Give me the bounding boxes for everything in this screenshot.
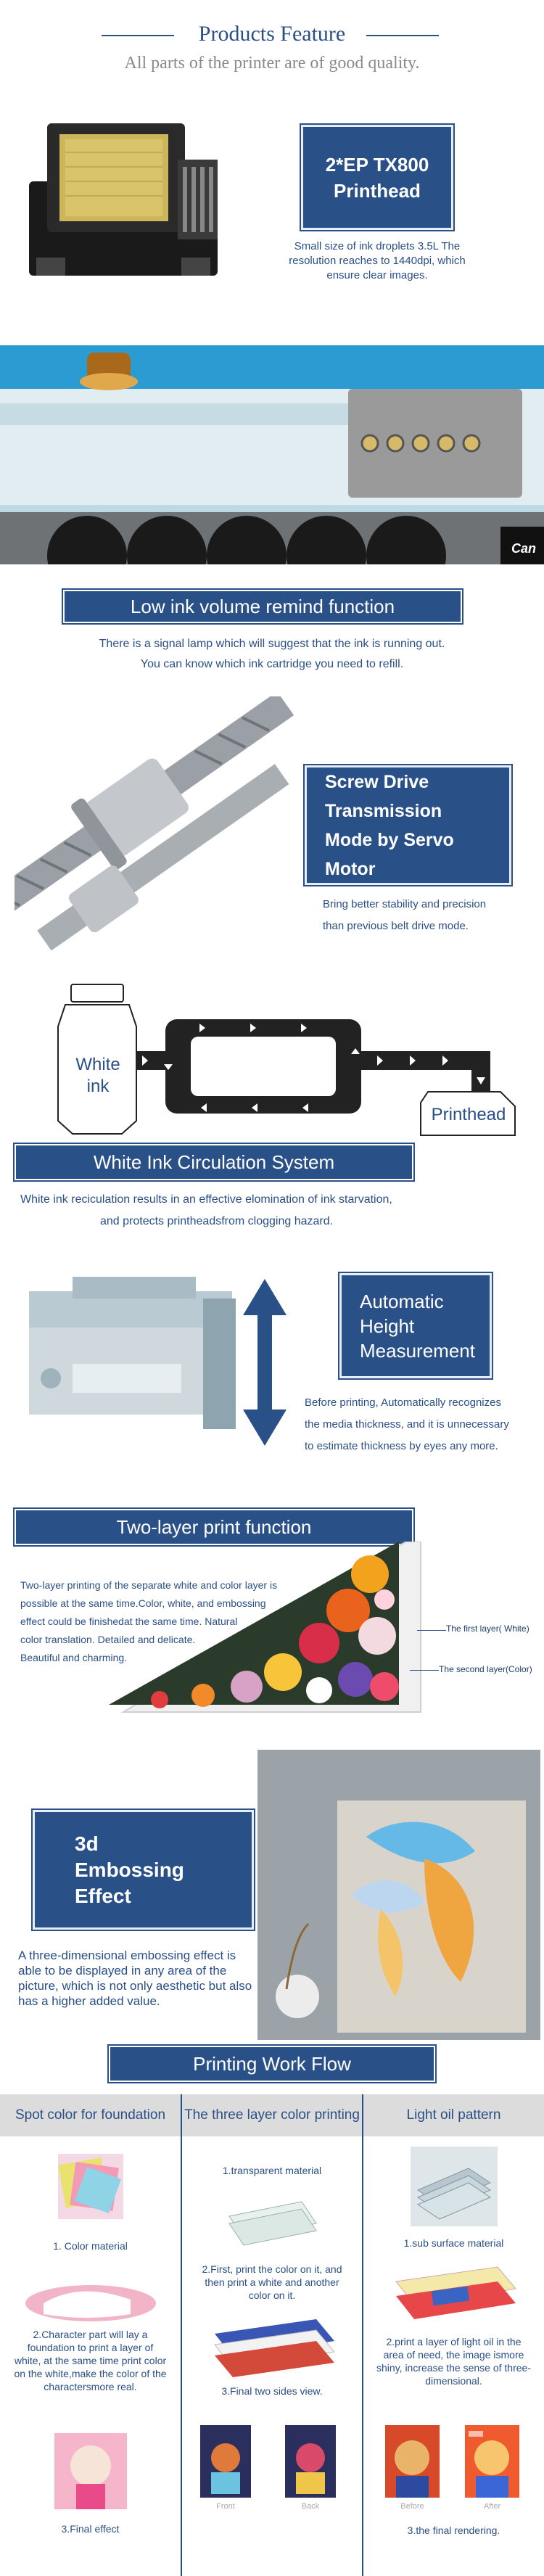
section-subtitle: All parts of the printer are of good qua… xyxy=(124,54,420,73)
layered-print-image xyxy=(214,2319,335,2377)
front-view-image xyxy=(200,2425,251,2498)
low-ink-line-2: You can know which ink cartridge you nee… xyxy=(140,658,404,670)
printhead-label: Printhead xyxy=(431,1105,506,1124)
ball-screw-image xyxy=(15,696,294,951)
brand-label: Can xyxy=(511,541,537,556)
workflow-section: Printing Work Flow Spot color for founda… xyxy=(0,2046,544,2576)
step-1: 1. Color material xyxy=(53,2240,128,2252)
height-section: Automatic Height Measurement Before prin… xyxy=(0,1259,544,1476)
workflow-divider-2 xyxy=(362,2094,363,2576)
two-layer-text-2: possible at the same time.Color, white, … xyxy=(20,1597,266,1609)
before-image xyxy=(385,2425,440,2498)
column-head: Light oil pattern xyxy=(363,2094,544,2136)
products-feature-header: Products Feature All parts of the printe… xyxy=(0,0,544,80)
second-layer-label: The second layer(Color) xyxy=(439,1664,532,1674)
signal-lamp-photo: Can xyxy=(0,345,544,564)
step-1: 1.transparent material xyxy=(222,2165,322,2176)
after-image xyxy=(465,2425,519,2498)
white-ink-tank-label: White ink xyxy=(75,1055,120,1096)
screw-drive-section: Screw Drive Transmission Mode by Servo M… xyxy=(0,689,544,965)
height-line-1: Before printing, Automatically recognize… xyxy=(305,1396,501,1409)
height-line-2: the media thickness, and it is unnecessa… xyxy=(305,1418,509,1431)
screw-drive-badge: Screw Drive Transmission Mode by Servo M… xyxy=(305,765,511,885)
column-head: The three layer color printing xyxy=(182,2094,362,2136)
foundation-image xyxy=(25,2285,156,2321)
two-layer-title: Two-layer print function xyxy=(15,1509,413,1545)
low-ink-title: Low ink volume remind function xyxy=(63,590,462,623)
workflow-columns: Spot color for foundation 1. Color mater… xyxy=(0,2094,544,2576)
two-layer-text-4: color translation. Detailed and delicate… xyxy=(20,1634,196,1645)
screw-drive-line-2: than previous belt drive mode. xyxy=(323,920,469,932)
white-ink-line-2: and protects printheadsfrom clogging haz… xyxy=(100,1215,334,1227)
back-label: Back xyxy=(301,2502,320,2511)
step-2: 2.print a layer of light oil in the area… xyxy=(376,2336,531,2387)
white-ink-title: White Ink Circulation System xyxy=(15,1144,413,1180)
second-layer-pointer xyxy=(410,1670,439,1671)
height-badge: Automatic Height Measurement xyxy=(339,1273,492,1378)
first-layer-pointer xyxy=(417,1630,446,1631)
back-view-image xyxy=(285,2425,336,2498)
two-layer-text-1: Two-layer printing of the separate white… xyxy=(20,1579,278,1591)
embossing-badge: 3d Embossing Effect xyxy=(33,1810,254,1930)
step-2: 2.Character part will lay a foundation t… xyxy=(14,2329,167,2392)
step-3: 3.the final rendering. xyxy=(407,2524,500,2536)
workflow-column-light-oil: Light oil pattern 1.sub surface material… xyxy=(363,2094,544,2576)
after-label: After xyxy=(483,2502,501,2511)
white-ink-section: White Ink Circulation System White ink r… xyxy=(0,1143,544,1237)
low-ink-section: Low ink volume remind function There is … xyxy=(0,584,544,678)
sub-surface-material-image xyxy=(411,2147,498,2226)
height-sensor-image xyxy=(29,1277,236,1429)
flower-print-image xyxy=(109,1542,421,1713)
two-layer-text-3: effect could be finishedat the same time… xyxy=(20,1616,238,1627)
step-3: 3.Final effect xyxy=(61,2523,120,2535)
two-layer-section: Two-layer print function Two-layer print… xyxy=(0,1509,544,1748)
first-layer-label: The first layer( White) xyxy=(446,1624,529,1634)
light-oil-layer-image xyxy=(395,2266,516,2319)
workflow-column-three-layer: The three layer color printing 1.transpa… xyxy=(182,2094,362,2576)
header-line-right xyxy=(366,35,439,36)
printhead-image xyxy=(29,123,218,276)
front-label: Front xyxy=(216,2502,235,2511)
white-ink-diagram: White ink Printhead xyxy=(0,976,544,1143)
printer-lamp-illustration xyxy=(0,345,544,564)
circulation-diagram xyxy=(57,984,516,1136)
color-swatch-image xyxy=(58,2154,123,2219)
embossing-description: A three-dimensional embossing effect is … xyxy=(18,1949,252,2008)
transparent-material-image xyxy=(228,2201,317,2246)
final-portrait-image xyxy=(54,2433,127,2509)
printhead-section: 2*EP TX800 Printhead Small size of ink d… xyxy=(0,94,544,305)
step-3: 3.Final two sides view. xyxy=(221,2385,323,2397)
before-label: Before xyxy=(400,2502,424,2511)
workflow-divider-1 xyxy=(181,2094,182,2576)
step-1: 1.sub surface material xyxy=(403,2237,504,2249)
workflow-column-spot-color: Spot color for foundation 1. Color mater… xyxy=(0,2094,181,2576)
screw-drive-line-1: Bring better stability and precision xyxy=(323,898,487,910)
printhead-badge: 2*EP TX800 Printhead xyxy=(301,125,453,230)
printhead-description: Small size of ink droplets 3.5L The reso… xyxy=(289,240,466,281)
low-ink-line-1: There is a signal lamp which will sugges… xyxy=(99,638,445,650)
workflow-title: Printing Work Flow xyxy=(109,2046,435,2082)
section-title: Products Feature xyxy=(198,22,346,46)
embossed-fish-image xyxy=(257,1750,540,2040)
two-layer-text-5: Beautiful and charming. xyxy=(20,1652,128,1663)
column-head: Spot color for foundation xyxy=(0,2094,181,2136)
height-arrow-icon xyxy=(243,1279,287,1446)
header-line-left xyxy=(102,35,174,36)
step-2: 2.First, print the color on it, and then… xyxy=(202,2263,342,2301)
white-ink-line-1: White ink reciculation results in an eff… xyxy=(20,1193,392,1206)
height-line-3: to estimate thickness by eyes any more. xyxy=(305,1440,498,1452)
embossing-section: 3d Embossing Effect A three-dimensional … xyxy=(0,1748,544,2040)
